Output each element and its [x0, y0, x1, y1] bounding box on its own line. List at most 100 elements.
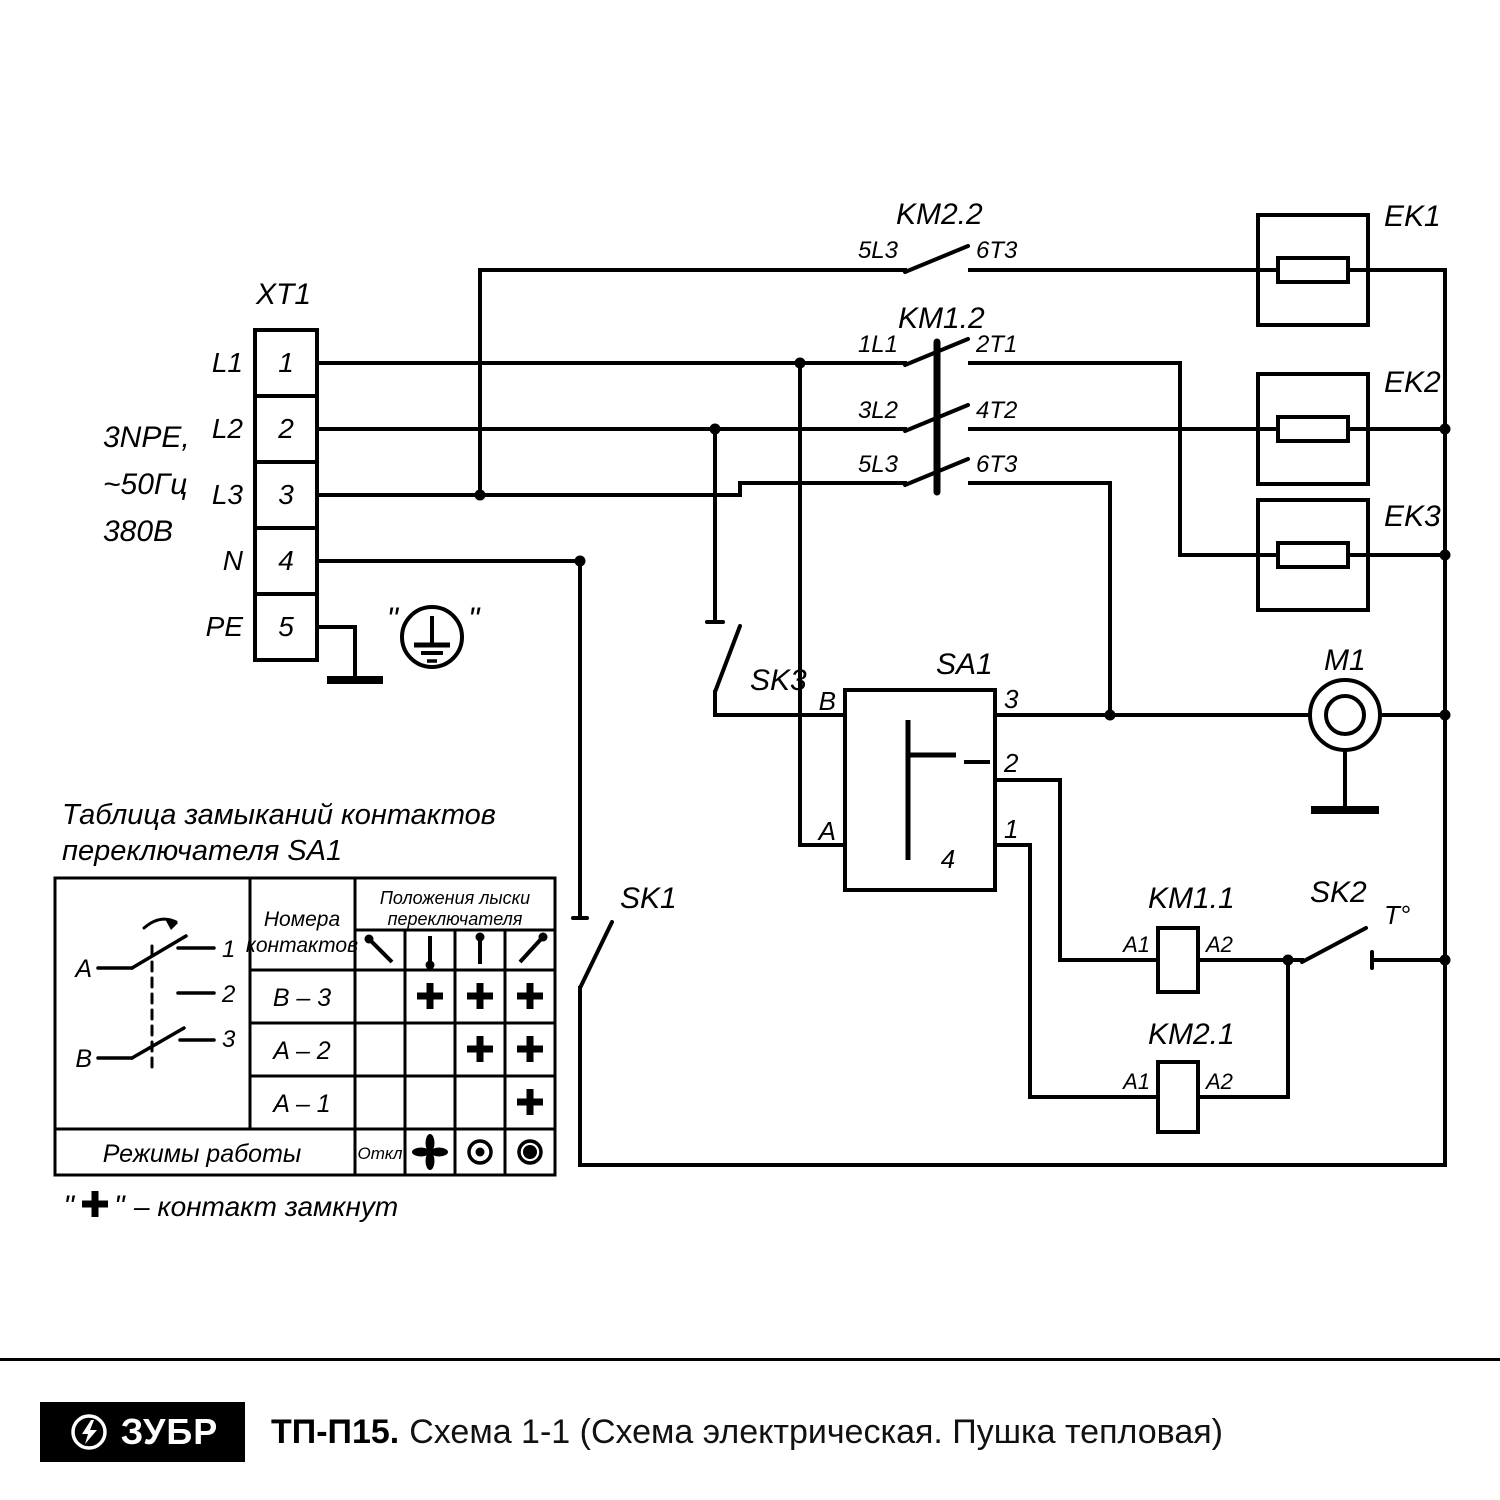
wire-l3: [315, 481, 907, 497]
mode-half-heat-icon: [467, 1139, 493, 1165]
switch-blades: [571, 244, 1374, 990]
contact-a-blade: [130, 934, 188, 970]
sa1-terminal-2: 2: [1003, 748, 1019, 778]
sa1-terminal-b: B: [819, 686, 836, 716]
wire-km21-to-sk2: [1196, 958, 1290, 1099]
sa1-terminal-1: 1: [1004, 814, 1018, 844]
model-number: ТП-П15.: [271, 1412, 400, 1451]
heater-ek2: [1256, 372, 1370, 486]
sk2-label: SK2: [1310, 876, 1367, 909]
legend-text: – контакт замкнут: [133, 1191, 398, 1222]
closure-plus-mark: [467, 983, 493, 1009]
sk3-blade: [713, 624, 742, 694]
km22-in: 5L3: [858, 237, 899, 264]
km22-out: 6T3: [976, 237, 1018, 264]
motor-m1: [1308, 678, 1382, 814]
wire-6t3-to-motor: [968, 481, 1112, 717]
xt1-phase-l2: L2: [212, 413, 244, 444]
closure-marks: [417, 983, 543, 1115]
sa1-lever: [905, 720, 956, 860]
xt1-num-1: 1: [278, 347, 294, 378]
footer: ЗУБР ТП-П15.Схема 1-1 (Схема электрическ…: [40, 1402, 1223, 1462]
legend: " " – контакт замкнут: [63, 1190, 398, 1223]
sa1-contact-diagram: [96, 917, 216, 1074]
schematic-labels: XT1 L1 L2 L3 N PE 1 2 3 4 5 3NPE, ~50Гц …: [103, 198, 1441, 1094]
knob-position-icons: [364, 932, 548, 970]
brand-name: ЗУБР: [120, 1411, 219, 1452]
xt1-phase-pe: PE: [206, 611, 244, 642]
km11-a2: A2: [1204, 932, 1233, 957]
wire-l1-to-ek3: [968, 361, 1260, 557]
ek3-label: EK3: [1384, 500, 1441, 533]
sk2-blade: [1300, 926, 1368, 964]
xt1-num-3: 3: [278, 479, 294, 510]
resistor-symbol: [1276, 415, 1350, 443]
resistor-symbol: [1276, 256, 1350, 284]
coil-km21: [1156, 1060, 1200, 1134]
closure-table: Таблица замыканий контактов переключател…: [53, 799, 557, 1177]
table-row-a1: A – 1: [271, 1090, 330, 1118]
heater-ek1: [1256, 213, 1370, 327]
contact-b-blade: [130, 1026, 186, 1060]
xt1-terminal-block: [253, 328, 319, 662]
table-off-label: Откл: [358, 1144, 403, 1163]
closure-plus-mark: [517, 983, 543, 1009]
xt1-phase-l1: L1: [212, 347, 243, 378]
diagram-label-a: A: [73, 955, 92, 983]
xt1-num-4: 4: [278, 545, 294, 576]
wire-sa1-2-to-km11: [993, 778, 1160, 962]
table-col-contacts-1: Номера: [264, 908, 340, 931]
junction-dots: [474, 357, 1451, 966]
rotation-arrow-arc: [142, 917, 178, 930]
footer-caption: ТП-П15.Схема 1-1 (Схема электрическая. П…: [271, 1413, 1223, 1452]
sa1-label: SA1: [936, 648, 993, 681]
wire-sa1-1-to-km21: [993, 843, 1160, 1099]
ground-quote-right: ": [468, 601, 481, 637]
xt1-label: XT1: [255, 278, 311, 311]
km21-label: KM2.1: [1148, 1018, 1235, 1051]
km22-label: KM2.2: [896, 198, 983, 231]
knob-position-icon-3: [475, 932, 485, 964]
wire-n-bus: [578, 268, 1447, 1167]
heater-ek3: [1256, 498, 1370, 612]
schema-title: Схема 1-1 (Схема электрическая. Пушка те…: [409, 1412, 1223, 1451]
wire-l3-up-km22: [478, 268, 907, 497]
km12-pole1-in: 1L1: [858, 331, 898, 358]
footer-divider: [0, 1358, 1500, 1361]
km21-a1: A1: [1121, 1069, 1150, 1094]
xt1-phase-l3: L3: [212, 479, 244, 510]
sk1-label: SK1: [620, 882, 677, 915]
mode-full-heat-icon: [517, 1139, 543, 1165]
km12-pole2-in: 3L2: [858, 397, 898, 424]
ground-quote-left: ": [387, 601, 400, 637]
km12-label: KM1.2: [898, 302, 985, 335]
coil-km11: [1156, 926, 1200, 994]
table-col-positions-1: Положения лыски: [380, 888, 530, 908]
supply-line-2: ~50Гц: [103, 468, 187, 501]
sa1-terminal-4: 4: [941, 844, 955, 874]
diagram-label-1: 1: [222, 936, 235, 963]
diagram-label-2: 2: [221, 981, 235, 1008]
brand-logo: ЗУБР: [40, 1402, 245, 1462]
xt1-num-5: 5: [278, 611, 294, 642]
m1-label: M1: [1324, 644, 1366, 677]
diagram-label-b: B: [75, 1045, 92, 1073]
resistor-symbol: [1276, 541, 1350, 569]
rotation-arrow-head: [165, 919, 178, 930]
closure-plus-mark: [417, 983, 443, 1009]
legend-quote-open: ": [63, 1190, 75, 1223]
knob-position-icon-2: [425, 936, 435, 970]
table-col-positions-2: переключателя: [388, 909, 523, 929]
ek2-label: EK2: [1384, 366, 1441, 399]
km12-pole3-in: 5L3: [858, 451, 899, 478]
ek1-label: EK1: [1384, 200, 1441, 233]
wiring: [315, 268, 1447, 1167]
table-title-line1: Таблица замыканий контактов: [62, 799, 496, 831]
xt1-num-2: 2: [277, 413, 294, 444]
closure-plus-mark: [467, 1036, 493, 1062]
table-title-line2: переключателя SA1: [62, 835, 342, 867]
km11-a1: A1: [1121, 932, 1150, 957]
sa1-terminal-a: A: [817, 816, 836, 846]
wire-pe: [315, 625, 357, 680]
